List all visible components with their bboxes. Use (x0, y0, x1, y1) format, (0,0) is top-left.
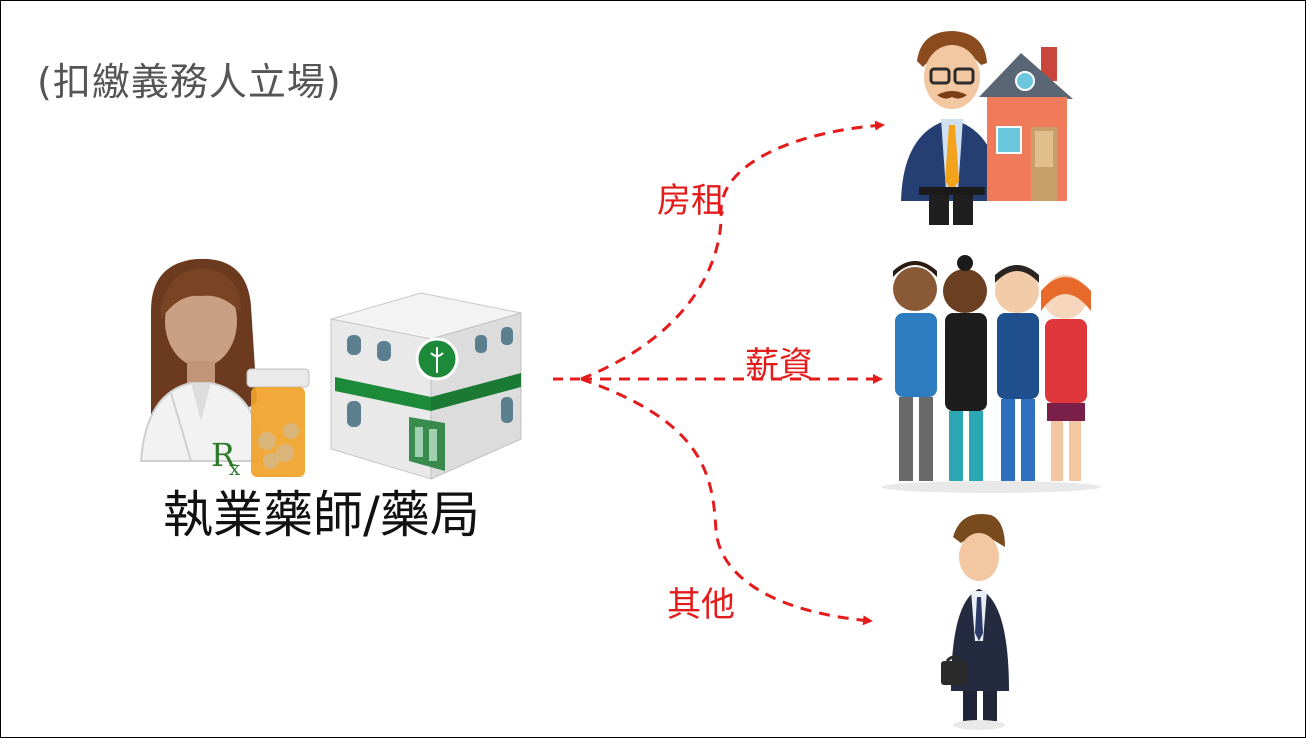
svg-text:R: R (211, 436, 236, 474)
subject-label: 執業藥師/藥局 (163, 486, 480, 544)
flow-label-salary: 薪資 (745, 345, 813, 385)
page-title: (扣繳義務人立場) (37, 60, 342, 104)
flow-label-other: 其他 (667, 585, 735, 625)
flow-label-rent: 房租 (657, 181, 725, 221)
svg-text:x: x (229, 456, 241, 480)
arrow-rent (580, 120, 885, 381)
